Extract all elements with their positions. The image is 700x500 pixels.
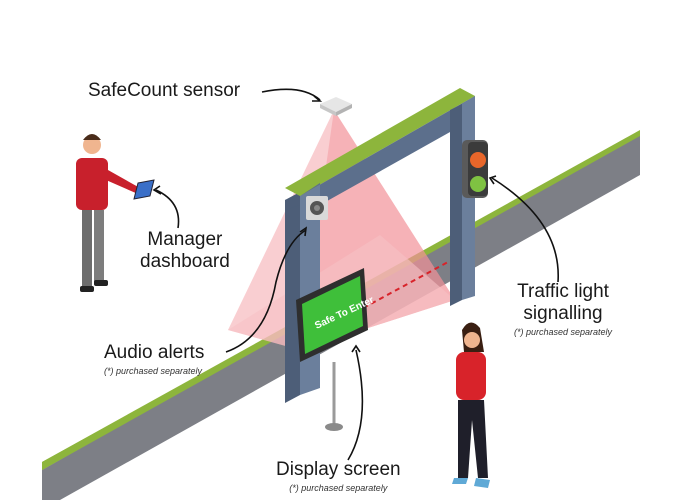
callout-manager-line2: dashboard — [140, 251, 230, 272]
traffic-light-red — [470, 152, 486, 168]
callout-audio-note: (*) purchased separately — [104, 366, 203, 376]
callout-arrows — [152, 88, 559, 461]
callout-display-label: Display screen — [276, 459, 401, 480]
arrow-sensor — [261, 88, 321, 101]
arrow-manager — [155, 189, 180, 229]
arrow-display — [347, 349, 364, 461]
callout-traffic-line1: Traffic light — [517, 281, 609, 302]
callout-safecount-sensor: SafeCount sensor — [88, 80, 240, 102]
traffic-light-green — [470, 176, 486, 192]
callout-traffic-light: Traffic light signalling (*) purchased s… — [514, 281, 612, 337]
display-screen: Safe To Enter — [296, 268, 376, 431]
callout-sensor-label: SafeCount sensor — [88, 80, 241, 101]
arrow-audio — [225, 229, 307, 353]
arrow-traffic — [491, 177, 559, 283]
safecount-sensor-device — [320, 97, 352, 116]
callout-manager-line1: Manager — [147, 229, 223, 250]
callout-audio-alerts: Audio alerts (*) purchased separately — [104, 342, 204, 376]
manager-figure — [76, 134, 155, 292]
callout-display-note: (*) purchased separately — [289, 483, 388, 493]
callout-traffic-line2: signalling — [523, 303, 603, 324]
callout-traffic-note: (*) purchased separately — [514, 327, 613, 337]
visitor-figure — [452, 322, 490, 488]
audio-speaker — [306, 196, 328, 220]
traffic-light — [462, 140, 488, 198]
callout-audio-label: Audio alerts — [104, 342, 205, 363]
callout-display-screen: Display screen (*) purchased separately — [276, 459, 401, 493]
callout-manager-dashboard: Manager dashboard — [140, 229, 230, 273]
